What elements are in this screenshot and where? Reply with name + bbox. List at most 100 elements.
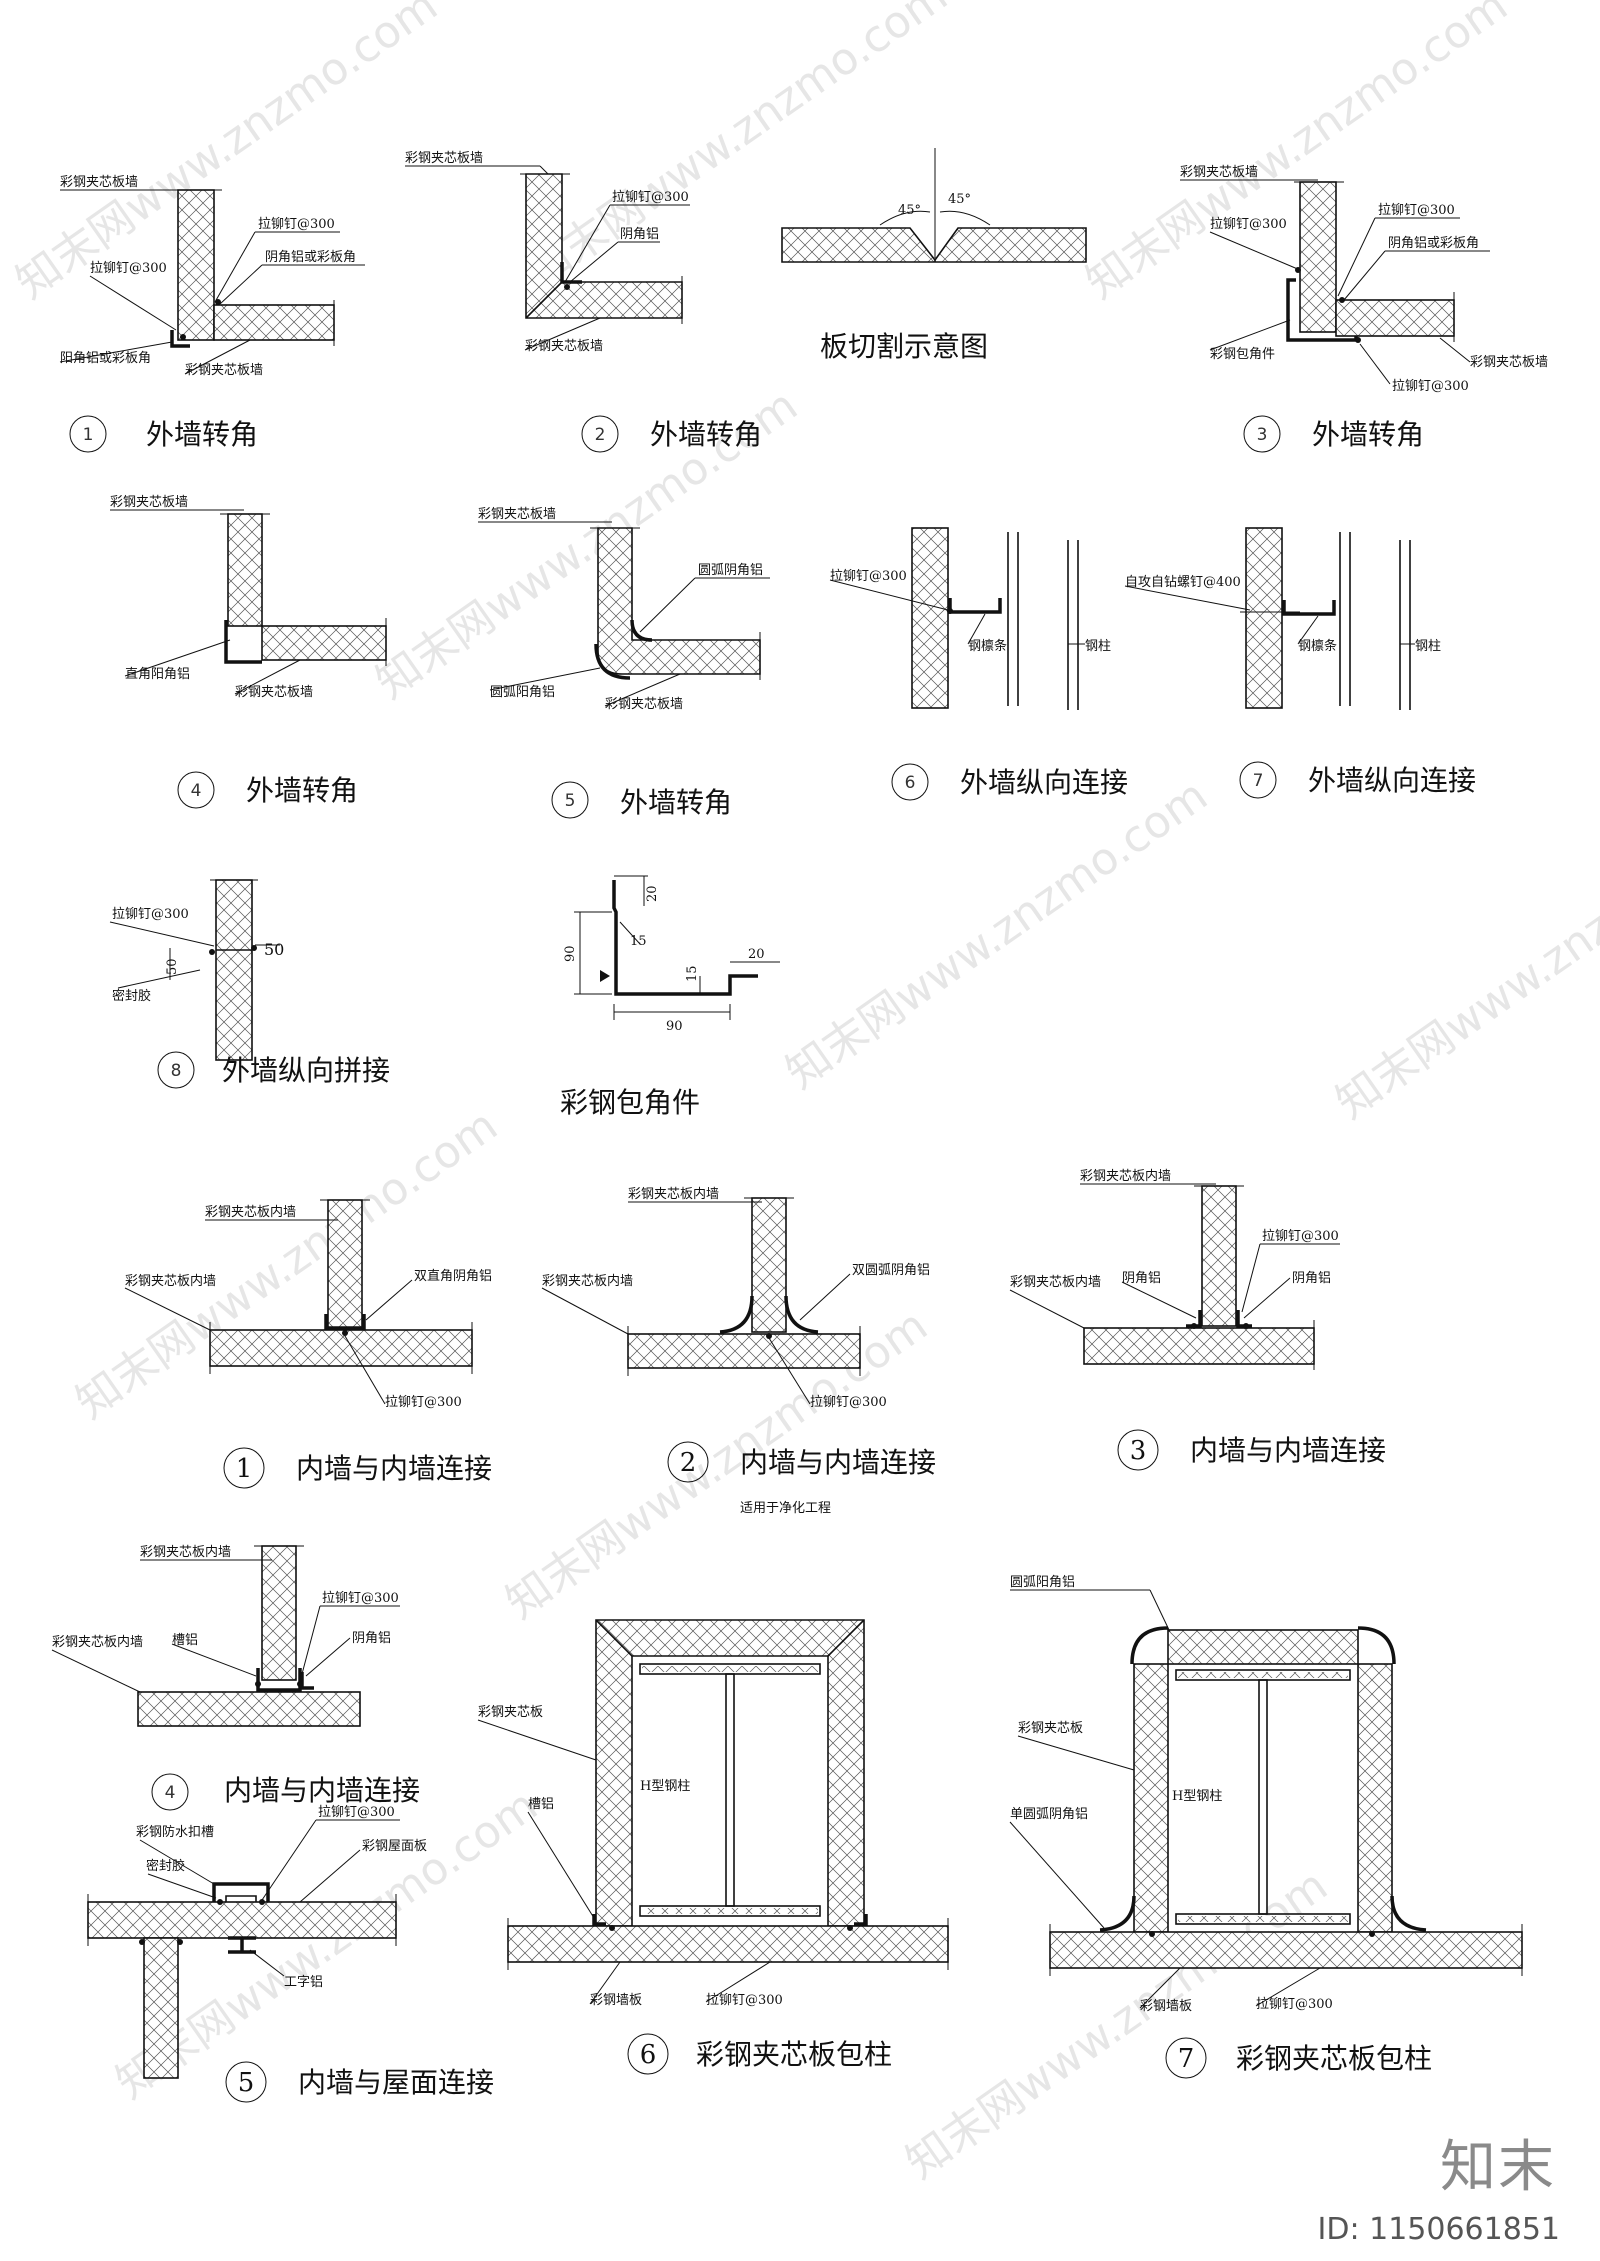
corner-trim bbox=[224, 620, 262, 664]
label: 拉铆钉@300 bbox=[322, 1591, 399, 1606]
dim-label: 15 bbox=[630, 934, 647, 949]
steel-purlin bbox=[1282, 600, 1336, 616]
double-round-corner bbox=[719, 1295, 754, 1334]
label: 彩钢夹芯板墙 bbox=[478, 507, 556, 522]
detail-title: 外墙纵向拼接 bbox=[222, 1054, 390, 1087]
label: 彩钢墙板 bbox=[1140, 1999, 1192, 2014]
label: 彩钢夹芯板墙 bbox=[1180, 165, 1258, 180]
label: 彩钢墙板 bbox=[590, 1993, 642, 2008]
label: 圆弧阳角铝 bbox=[1010, 1575, 1075, 1590]
detail-int-4: 彩钢夹芯板内墙 拉铆钉@300 彩钢夹芯板内墙 槽铝 阴角铝 4 内墙与内墙连接 bbox=[51, 1544, 420, 1811]
cut-panel bbox=[781, 227, 1087, 263]
label: 拉铆钉@300 bbox=[1392, 379, 1469, 394]
label: 彩钢夹芯板 bbox=[478, 1705, 543, 1720]
detail-number: 7 bbox=[1178, 2044, 1195, 2074]
detail-number-circle bbox=[225, 2061, 267, 2103]
detail-title: 内墙与内墙连接 bbox=[296, 1452, 492, 1485]
label: 拉铆钉@300 bbox=[318, 1805, 395, 1820]
label: 阴角铝 bbox=[1122, 1271, 1161, 1286]
detail-title: 彩钢夹芯板包柱 bbox=[696, 2038, 892, 2071]
detail-ext-5: 彩钢夹芯板墙 圆弧阴角铝 圆弧阳角铝 彩钢夹芯板墙 5 外墙转角 bbox=[478, 507, 770, 819]
wall-panel bbox=[209, 1329, 473, 1367]
label: 槽铝 bbox=[528, 1797, 554, 1812]
side-panel bbox=[1357, 1663, 1393, 1933]
detail-corner-piece: 20 15 90 15 20 90 彩钢包角件 bbox=[560, 875, 780, 1119]
detail-int-3: 彩钢夹芯板内墙 拉铆钉@300 彩钢夹芯板内墙 阴角铝 阴角铝 3 内墙与内墙连… bbox=[1009, 1168, 1386, 1471]
label: 彩钢屋面板 bbox=[362, 1839, 427, 1854]
label: 彩钢夹芯板内墙 bbox=[125, 1273, 216, 1289]
label: 阴角铝 bbox=[1292, 1271, 1331, 1286]
brand-logo: 知末 bbox=[1440, 2135, 1556, 2200]
detail-title: 内墙与内墙连接 bbox=[1190, 1434, 1386, 1467]
detail-number: 6 bbox=[905, 773, 916, 793]
detail-number: 3 bbox=[1130, 1436, 1147, 1466]
detail-number-circle bbox=[69, 415, 107, 453]
label: 拉铆钉@300 bbox=[1378, 203, 1455, 218]
label: 彩钢夹芯板墙 bbox=[525, 339, 603, 354]
detail-number-circle bbox=[1165, 2037, 1207, 2079]
angle-label: 45° bbox=[898, 203, 921, 218]
label: 圆弧阳角铝 bbox=[490, 685, 555, 700]
label: 阳角铝或彩板角 bbox=[60, 351, 151, 366]
label: 拉铆钉@300 bbox=[1210, 217, 1287, 232]
dim-label: 50 bbox=[264, 940, 284, 959]
wall-panel bbox=[1083, 1327, 1315, 1365]
label: 双圆弧阴角铝 bbox=[852, 1263, 930, 1278]
watermark: 知末网www.znzmo.com bbox=[67, 1100, 507, 1429]
detail-number-circle bbox=[1239, 761, 1277, 799]
label: 工字铝 bbox=[284, 1975, 323, 1990]
corner-piece-profile bbox=[612, 880, 758, 996]
detail-number: 4 bbox=[165, 1783, 176, 1803]
detail-number-circle bbox=[1117, 1429, 1159, 1471]
detail-title: 外墙转角 bbox=[1312, 418, 1424, 451]
label: 拉铆钉@300 bbox=[385, 1395, 462, 1410]
detail-title: 外墙转角 bbox=[620, 786, 732, 819]
label: 钢檩条 bbox=[968, 638, 1007, 654]
detail-title: 外墙纵向连接 bbox=[960, 766, 1128, 799]
floor-panel bbox=[1049, 1931, 1523, 1969]
label: 彩钢夹芯板内墙 bbox=[52, 1634, 143, 1650]
label: 密封胶 bbox=[112, 988, 151, 1004]
detail-ext-8: 50 50 拉铆钉@300 密封胶 8 外墙纵向拼接 bbox=[109, 879, 390, 1089]
floor-panel bbox=[507, 1925, 949, 1963]
dim-label: 20 bbox=[645, 885, 660, 902]
h-steel-column bbox=[1175, 1669, 1351, 1925]
i-aluminum bbox=[228, 1936, 256, 1954]
channel-aluminum bbox=[256, 1668, 302, 1692]
label: 钢檩条 bbox=[1298, 638, 1337, 654]
detail-ext-2: 彩钢夹芯板墙 拉铆钉@300 阴角铝 彩钢夹芯板墙 2 外墙转角 bbox=[405, 151, 762, 453]
watermark: 知末网www.znzmo.com bbox=[897, 1860, 1337, 2189]
watermark: 知末网www.znzmo.com bbox=[777, 770, 1217, 1099]
detail-number-circle bbox=[1243, 415, 1281, 453]
detail-title: 内墙与内墙连接 bbox=[740, 1446, 936, 1479]
wall-panel bbox=[627, 1333, 861, 1369]
side-panel bbox=[1133, 1663, 1169, 1933]
watermark: 知末网www.znzmo.com bbox=[7, 0, 447, 309]
detail-title: 外墙转角 bbox=[650, 418, 762, 451]
wall-panel bbox=[911, 527, 949, 709]
label: 密封胶 bbox=[146, 1858, 185, 1874]
wall-panel bbox=[1335, 299, 1455, 337]
dim-label: 50 bbox=[165, 958, 180, 975]
detail-number: 5 bbox=[565, 791, 576, 811]
label: 阴角铝 bbox=[352, 1631, 391, 1646]
detail-title: 外墙转角 bbox=[246, 774, 358, 807]
detail-int-5: 彩钢防水扣槽 拉铆钉@300 密封胶 彩钢屋面板 工字铝 5 内墙与屋面连接 bbox=[87, 1805, 494, 2103]
detail-title: 外墙转角 bbox=[146, 418, 258, 451]
wall-panel bbox=[1201, 1185, 1237, 1327]
label: 钢柱 bbox=[1415, 639, 1441, 654]
wall-panel bbox=[261, 1545, 297, 1681]
column-wrap-panels bbox=[595, 1619, 865, 1927]
label: 彩钢夹芯板内墙 bbox=[1010, 1274, 1101, 1290]
wall-panel bbox=[1299, 181, 1337, 333]
detail-int-6: 彩钢夹芯板 H型钢柱 槽铝 彩钢墙板 拉铆钉@300 6 彩钢夹芯板包柱 bbox=[477, 1619, 949, 2075]
detail-int-1: 彩钢夹芯板内墙 彩钢夹芯板内墙 双直角阴角铝 拉铆钉@300 1 内墙与内墙连接 bbox=[124, 1199, 492, 1489]
detail-number-circle bbox=[151, 1773, 189, 1811]
label: 单圆弧阴角铝 bbox=[1010, 1807, 1088, 1822]
watermark: 知末网www.znzmo.com bbox=[1077, 0, 1517, 309]
detail-number: 5 bbox=[238, 2068, 255, 2098]
detail-number-circle bbox=[581, 415, 619, 453]
label: 彩钢夹芯板 bbox=[1018, 1721, 1083, 1736]
label: 阴角铝 bbox=[620, 227, 659, 242]
